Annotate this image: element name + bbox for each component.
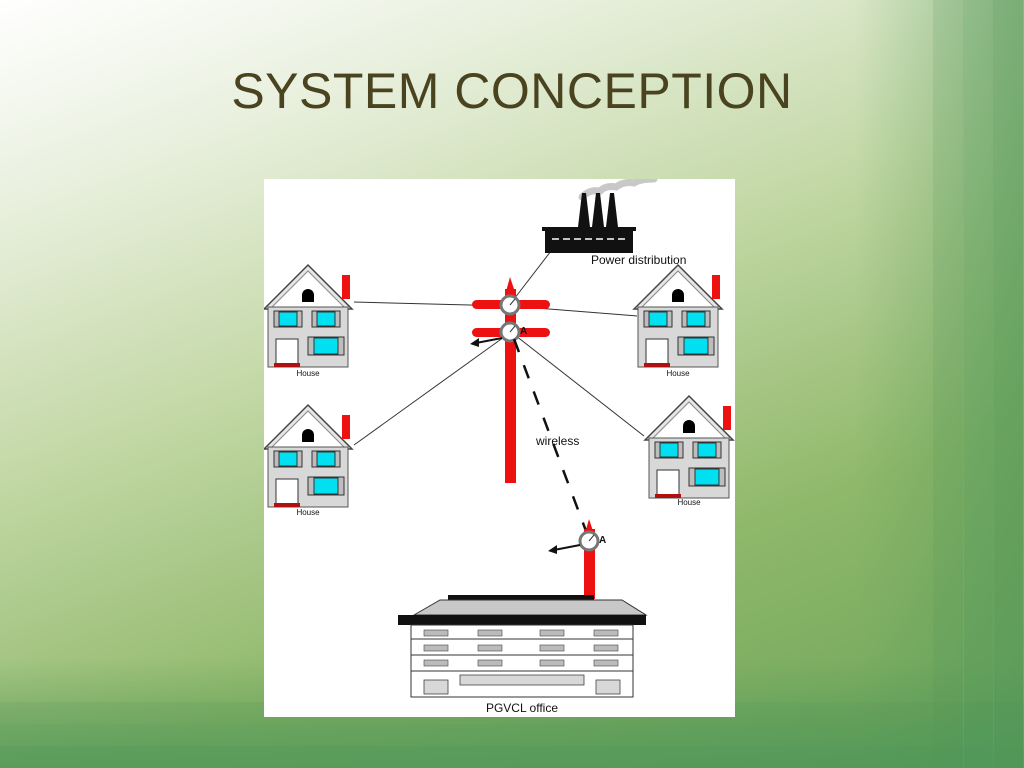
house-label: House bbox=[666, 369, 690, 378]
background-band bbox=[0, 746, 1024, 768]
wire bbox=[510, 331, 645, 437]
system-diagram: Power distribution House House House Hou… bbox=[264, 179, 735, 717]
house-icon bbox=[264, 404, 353, 508]
utility-pole bbox=[472, 277, 550, 483]
wire bbox=[353, 331, 512, 446]
antenna-label: A bbox=[599, 535, 606, 546]
office-label: PGVCL office bbox=[486, 701, 558, 715]
signal-arrow-icon bbox=[470, 337, 503, 347]
house-icon bbox=[644, 395, 734, 499]
house-label: House bbox=[296, 508, 320, 517]
signal-arrow-icon bbox=[548, 544, 581, 554]
antenna-label: A bbox=[520, 326, 527, 337]
office-antenna bbox=[578, 519, 600, 599]
house-icon bbox=[633, 264, 723, 368]
factory-icon bbox=[542, 179, 658, 253]
wireless-label: wireless bbox=[535, 434, 579, 448]
house-label: House bbox=[296, 369, 320, 378]
slide-title: SYSTEM CONCEPTION bbox=[231, 63, 793, 119]
house-label: House bbox=[677, 498, 701, 507]
house-icon bbox=[264, 264, 353, 368]
background-band bbox=[0, 724, 1024, 746]
power-distribution-label: Power distribution bbox=[591, 253, 686, 267]
office-building-icon bbox=[398, 595, 648, 698]
wire bbox=[510, 250, 552, 304]
wireless-link bbox=[512, 338, 588, 532]
